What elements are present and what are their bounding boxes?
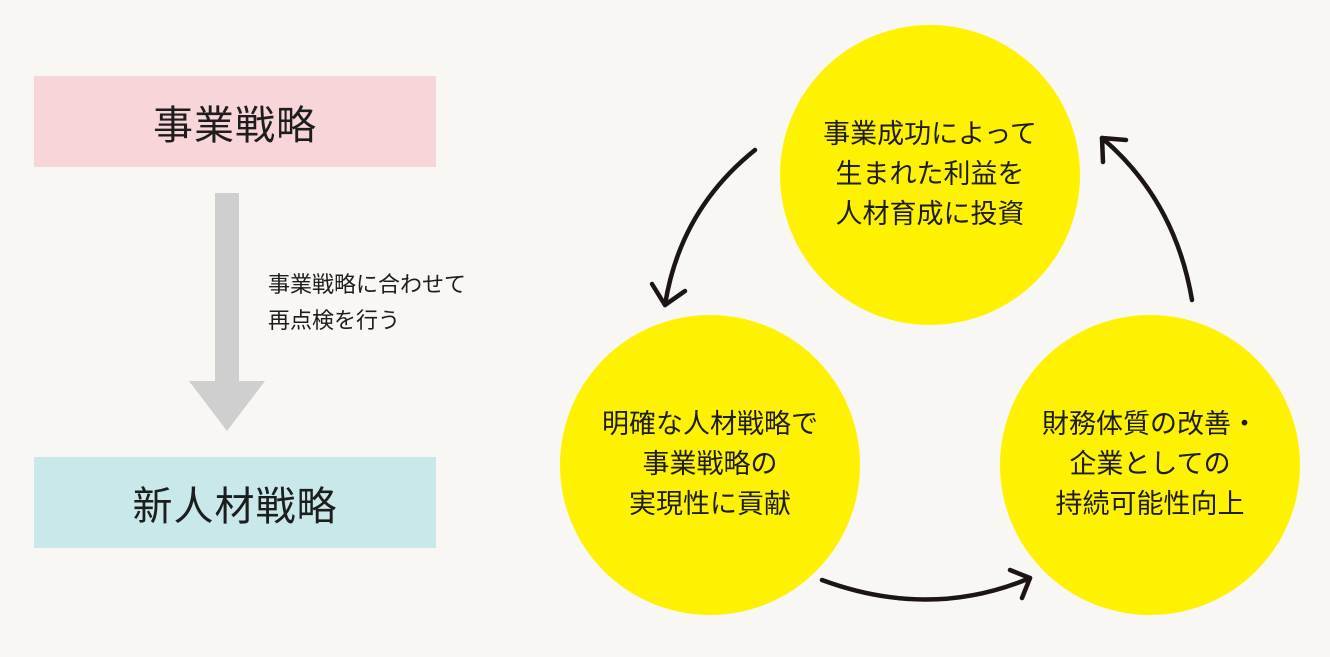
cycle-node-sustainability-line-3: 持続可能性向上	[1055, 489, 1245, 520]
new-hr-strategy-label: 新人材戦略	[132, 483, 338, 530]
review-note: 事業戦略に合わせて 再点検を行う	[268, 268, 466, 340]
cycle-node-hr-strategy-line-2: 事業戦略の	[642, 449, 778, 480]
cycle-node-hr-strategy-line-3: 実現性に貢献	[629, 489, 791, 520]
business-strategy-label: 事業戦略	[153, 102, 317, 149]
arrow-left-to-right-icon	[819, 575, 1033, 602]
cycle-node-sustainability-line-2: 企業としての	[1069, 449, 1231, 480]
business-strategy-box: 事業戦略	[34, 76, 436, 167]
new-hr-strategy-box: 新人材戦略	[34, 457, 436, 548]
cycle-node-hr-strategy-line-1: 明確な人材戦略で	[602, 409, 818, 440]
cycle-node-sustainability-line-1: 財務体質の改善・	[1042, 409, 1258, 440]
cycle-node-sustainability: 財務体質の改善・ 企業としての 持続可能性向上	[1000, 315, 1300, 615]
review-note-line-1: 事業戦略に合わせて	[268, 273, 467, 298]
cycle-node-investment-line-2: 生まれた利益を	[835, 159, 1025, 190]
arrow-right-to-top-head-icon	[1099, 135, 1129, 165]
arrow-right-to-top-icon	[1099, 135, 1195, 303]
cycle-node-hr-strategy: 明確な人材戦略で 事業戦略の 実現性に貢献	[560, 315, 860, 615]
cycle-node-investment-line-1: 事業成功によって	[823, 119, 1037, 150]
arrow-left-to-right-head-icon	[1007, 567, 1033, 601]
cycle-node-investment: 事業成功によって 生まれた利益を 人材育成に投資	[780, 25, 1080, 325]
arrow-top-to-left-head-icon	[649, 281, 688, 308]
arrow-top-to-left-icon	[662, 147, 758, 308]
down-arrow-icon	[189, 193, 265, 431]
review-note-line-2: 再点検を行う	[268, 309, 401, 334]
cycle-node-investment-line-3: 人材育成に投資	[835, 199, 1025, 230]
